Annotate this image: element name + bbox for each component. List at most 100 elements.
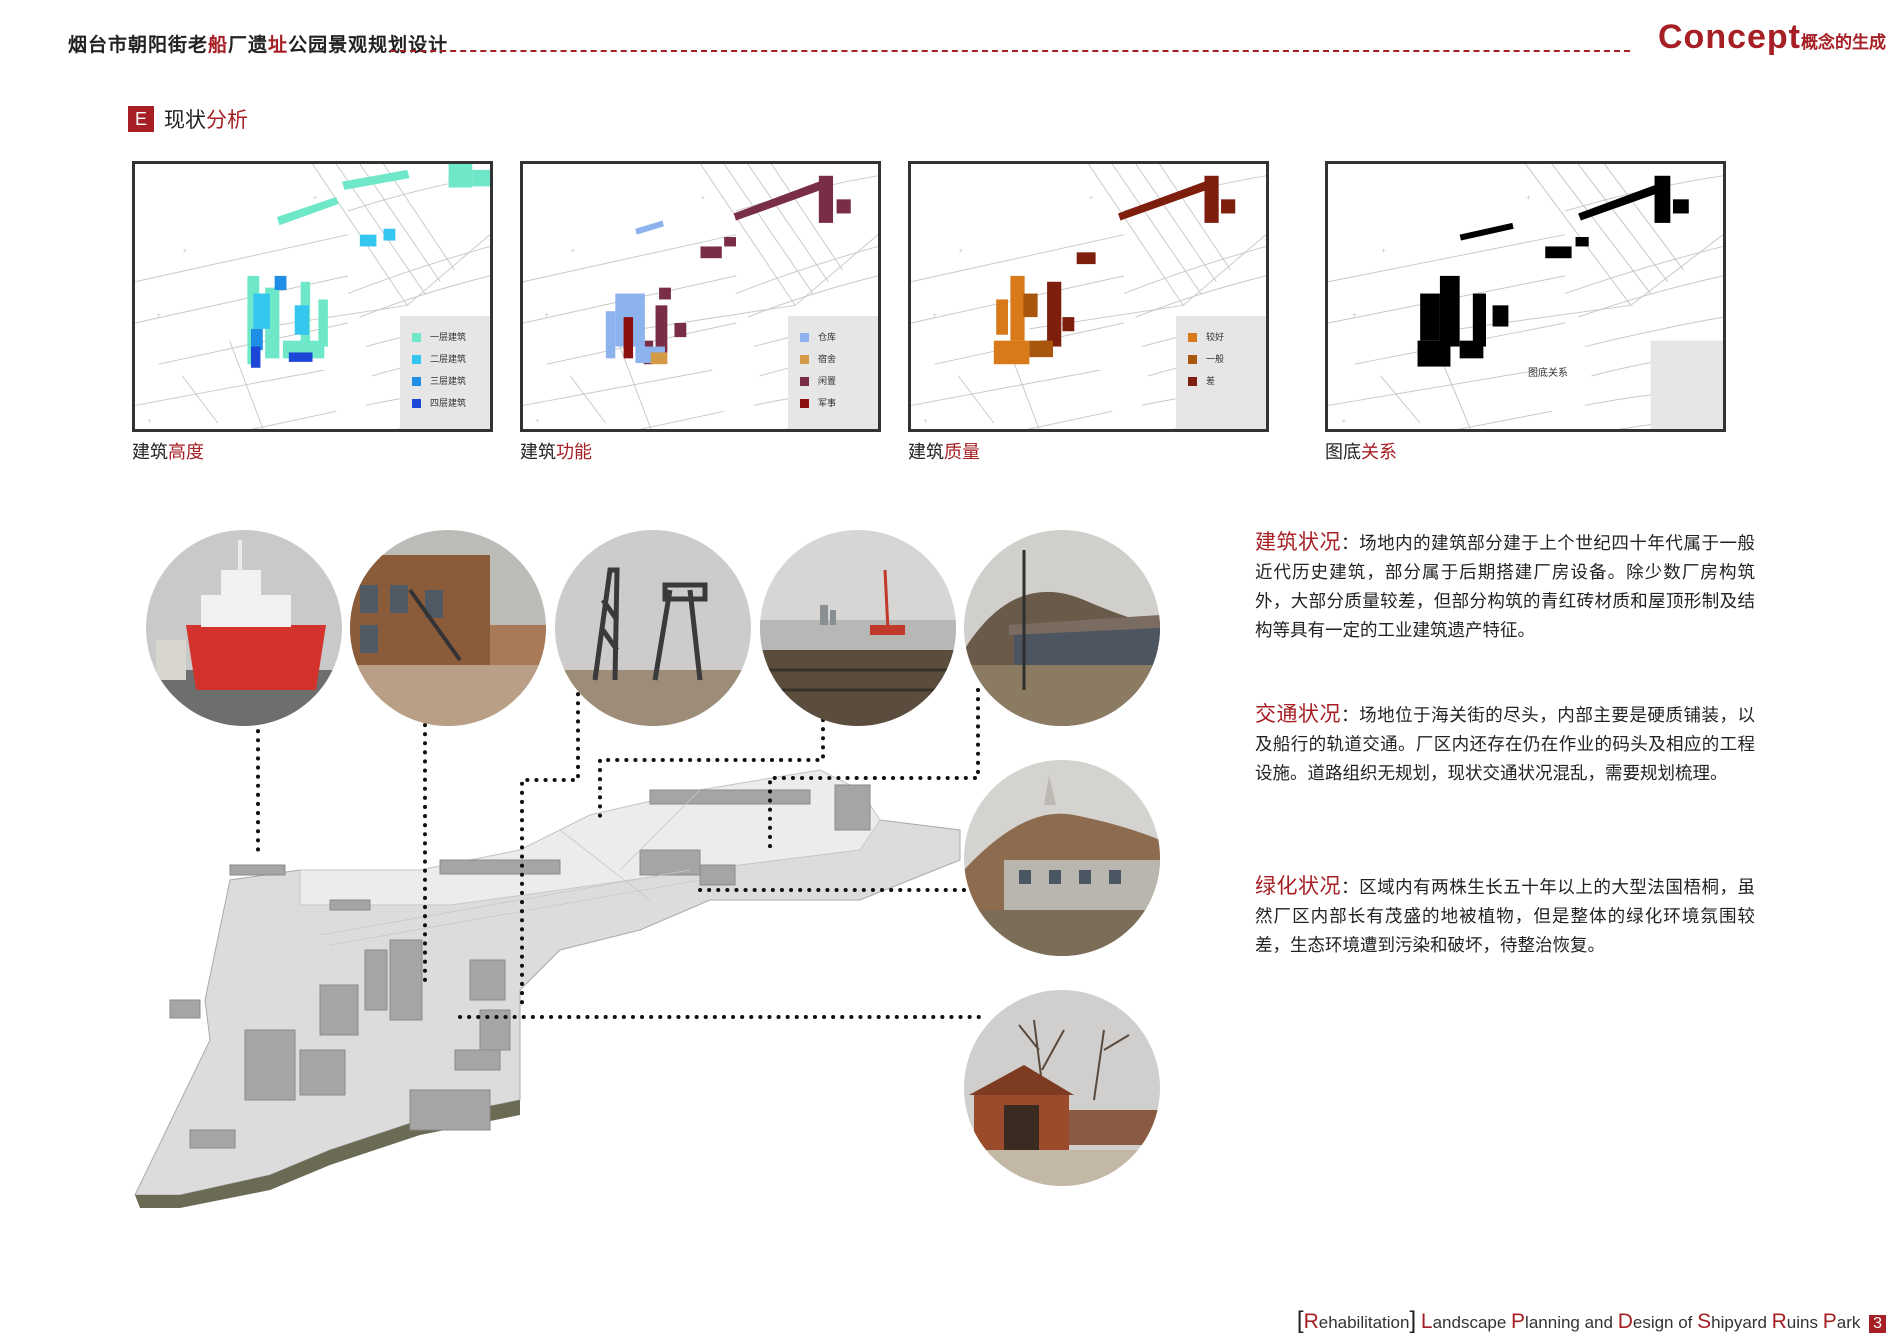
footer: [Rehabilitation] Landscape Planning and … [1297, 1307, 1886, 1335]
legend-label: 仓库 [818, 333, 837, 343]
footer-letter: L [1420, 1310, 1433, 1333]
document-title: 烟台市朝阳街老船厂遗址公园景观规划设计 [68, 30, 448, 57]
concept-en: Concept [1658, 18, 1801, 56]
caption-part: 建筑 [908, 442, 944, 463]
hillside-house-photo [964, 530, 1160, 726]
map-drawing [135, 164, 490, 429]
footer-word: lanning and [1525, 1313, 1618, 1332]
status-text: ：区域内有两株生长五十年以上的大型法国梧桐，虽然厂区内部长有茂盛的地被植物，但是… [1255, 878, 1755, 956]
pagoda-building-photo [964, 760, 1160, 956]
photo-art [964, 530, 1160, 726]
site-model [134, 769, 961, 1208]
map-figure-ground: 图底关系 [1325, 161, 1726, 432]
legend-label: 一层建筑 [430, 333, 467, 343]
footer-letter: D [1617, 1310, 1633, 1333]
header-divider [390, 50, 1630, 52]
legend-item: 一般 [1188, 352, 1224, 365]
photo-art [350, 530, 546, 726]
caption-figure-ground: 图底关系 [1325, 438, 1397, 464]
footer-letter: P [1511, 1310, 1526, 1333]
footer-bracket: [ [1296, 1307, 1304, 1334]
title-part: 厂遗 [228, 34, 269, 56]
title-part: 址 [268, 34, 289, 56]
crane-structure-photo [555, 530, 751, 726]
page-number: 3 [1869, 1315, 1886, 1333]
map-drawing [911, 164, 1266, 429]
map-building-quality: 较好一般差 [908, 161, 1269, 432]
map-legend: 仓库宿舍闲置军事 [788, 316, 878, 429]
legend-item: 闲置 [800, 374, 836, 387]
legend-label: 宿舍 [818, 355, 837, 365]
legend-item: 军事 [800, 396, 836, 409]
map-building-height: 一层建筑二层建筑三层建筑四层建筑 [132, 161, 493, 432]
legend-label: 三层建筑 [430, 377, 467, 387]
legend-item: 差 [1188, 374, 1215, 387]
leader-lines [256, 683, 987, 1019]
caption-part: 图底 [1325, 442, 1361, 463]
figure-ground-label: 图底关系 [1528, 368, 1568, 379]
legend-swatch [800, 399, 809, 408]
legend-swatch [1188, 377, 1197, 386]
caption-part: 高度 [168, 442, 204, 463]
legend-swatch [1188, 355, 1197, 364]
photo-art [555, 530, 751, 726]
title-part: 船 [208, 34, 229, 56]
caption-part: 质量 [944, 442, 980, 463]
footer-word: esign of [1632, 1313, 1698, 1332]
brick-shed-photo [964, 990, 1160, 1186]
photo-art [964, 760, 1160, 956]
footer-word: ark [1836, 1313, 1861, 1332]
photo-art [964, 990, 1160, 1186]
section-badge: E [128, 106, 154, 132]
legend-item: 四层建筑 [412, 396, 466, 409]
caption-part: 建筑 [520, 442, 556, 463]
legend-swatch [412, 333, 421, 342]
legend-swatch [1188, 333, 1197, 342]
photo-art [146, 530, 342, 726]
legend-swatch [412, 399, 421, 408]
caption-part: 关系 [1361, 442, 1397, 463]
legend-item: 较好 [1188, 330, 1224, 343]
concept-heading: Concept概念的生成 [1658, 18, 1886, 57]
status-heading: 绿化状况 [1255, 874, 1342, 898]
footer-word: andscape [1432, 1313, 1512, 1332]
photo-art [760, 530, 956, 726]
legend-item: 一层建筑 [412, 330, 466, 343]
legend-swatch [800, 333, 809, 342]
footer-letter: R [1771, 1310, 1787, 1333]
title-part: 烟台市朝阳街老 [68, 34, 209, 56]
section-title: 现状分析 [164, 104, 248, 134]
legend-item: 二层建筑 [412, 352, 466, 365]
map-building-function: 仓库宿舍闲置军事 [520, 161, 881, 432]
legend-swatch [412, 355, 421, 364]
legend-label: 闲置 [818, 377, 837, 387]
status-text: ：场地内的建筑部分建于上个世纪四十年代属于一般近代历史建筑，部分属于后期搭建厂房… [1255, 534, 1755, 641]
legend-swatch [412, 377, 421, 386]
status-heading: 建筑状况 [1255, 530, 1342, 554]
map-drawing [523, 164, 878, 429]
caption-building-height: 建筑高度 [132, 438, 204, 464]
status-text: ：场地位于海关街的尽头，内部主要是硬质铺装，以及船行的轨道交通。厂区内还存在仍在… [1255, 706, 1755, 784]
map-drawing [1328, 164, 1723, 429]
map-legend: 较好一般差 [1176, 316, 1266, 429]
status-heading: 交通状况 [1255, 702, 1342, 726]
concept-zh: 概念的生成 [1801, 33, 1886, 53]
legend-swatch [800, 355, 809, 364]
legend-item: 仓库 [800, 330, 836, 343]
footer-letter: P [1822, 1310, 1837, 1333]
section-title-a: 现状 [164, 108, 206, 132]
legend-label: 差 [1206, 377, 1216, 387]
red-ship-photo [146, 530, 342, 726]
caption-part: 功能 [556, 442, 592, 463]
section-title-b: 分析 [206, 108, 248, 132]
legend-label: 四层建筑 [430, 399, 467, 409]
legend-item: 三层建筑 [412, 374, 466, 387]
footer-bracket: ] [1409, 1307, 1417, 1334]
legend-label: 一般 [1206, 355, 1225, 365]
footer-letter: R [1303, 1310, 1319, 1333]
legend-label: 军事 [818, 399, 837, 409]
footer-word: ehabilitation [1318, 1313, 1410, 1332]
caption-building-function: 建筑功能 [520, 438, 592, 464]
map-legend: 一层建筑二层建筑三层建筑四层建筑 [400, 316, 490, 429]
